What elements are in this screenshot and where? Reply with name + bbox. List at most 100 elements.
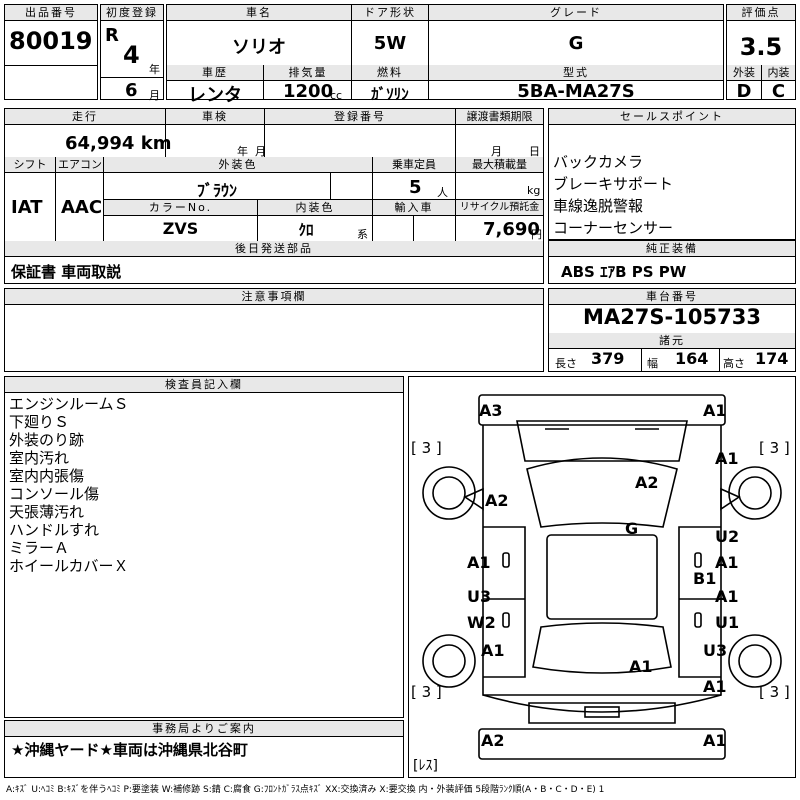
era: R — [105, 25, 119, 46]
office-box: 事務局よりご案内 ★沖縄ヤード★車両は沖縄県北谷町 — [4, 720, 404, 778]
tire-mark: [ 3 ] — [759, 439, 790, 457]
inspector-label: 検査員記入欄 — [5, 377, 403, 393]
transfer-day-unit: 日 — [529, 145, 540, 158]
shift-label: シフト — [5, 157, 55, 173]
max-load-label: 最大積載量 — [456, 157, 543, 173]
ac-label: エアコン — [56, 157, 104, 173]
damage-mark: U3 — [703, 641, 728, 660]
later-parts-label: 後日発送部品 — [5, 241, 543, 257]
capacity-label: 乗車定員 — [373, 157, 455, 173]
inspector-item: 外装のり跡 — [9, 431, 85, 449]
reg-no-label: 登録番号 — [265, 109, 455, 125]
damage-mark: G — [625, 519, 639, 538]
import-label: 輸入車 — [373, 200, 455, 216]
car-name-label: 車名 — [167, 5, 351, 21]
office-label: 事務局よりご案内 — [5, 721, 403, 737]
reg-month: 6 — [125, 80, 138, 101]
damage-mark: A1 — [715, 587, 739, 606]
grade-label: グレード — [429, 5, 723, 21]
width: 164 — [675, 349, 709, 368]
history: レンタ — [188, 85, 242, 106]
exterior-label: 外装 — [727, 65, 761, 81]
insp-year-unit: 年 — [237, 145, 248, 158]
height-label: 高さ — [723, 357, 745, 370]
notes-label: 注意事項欄 — [5, 289, 543, 305]
history-label: 車歴 — [167, 65, 263, 81]
inspector-item: エンジンルームＳ — [9, 395, 129, 413]
damage-mark: B1 — [693, 569, 717, 588]
damage-mark: W2 — [467, 613, 496, 632]
inspector-list: エンジンルームＳ 下廻りＳ 外装のり跡 室内汚れ 室内内張傷 コンソール傷 天張… — [9, 395, 129, 575]
legend: A:ｷｽﾞ U:ﾍｺﾐ B:ｷｽﾞを伴うﾍｺﾐ P:要塗装 W:補修跡 S:錆 … — [6, 785, 605, 795]
score-box: 評価点 3.5 外装 内装 D C — [726, 4, 796, 102]
damage-mark: A3 — [479, 401, 503, 420]
grade: G — [568, 33, 584, 54]
car-info-box: 車名 ドア形状 グレード ソリオ 5W G 車歴 排気量 燃料 型式 レンタ 1… — [166, 4, 724, 106]
tire-mark: [ 3 ] — [411, 683, 442, 701]
equipment-box: 純正装備 ABS ｴｱB PS PW — [548, 240, 796, 284]
first-reg-label: 初度登録 — [101, 5, 163, 21]
tire-mark: [ 3 ] — [411, 439, 442, 457]
damage-mark: U1 — [715, 613, 740, 632]
damage-mark: U2 — [715, 527, 740, 546]
reg-year: 4 — [123, 41, 140, 69]
sales-point-item: バックカメラ — [553, 153, 644, 171]
length: 379 — [591, 349, 625, 368]
color-no-label: カラーNo. — [104, 200, 257, 216]
transfer-month-unit: 月 — [491, 145, 502, 158]
damage-mark: A1 — [481, 641, 505, 660]
shift: IAT — [11, 197, 43, 218]
displacement-label: 排気量 — [264, 65, 352, 81]
model-label: 型式 — [429, 65, 723, 81]
door-type: 5W — [373, 33, 407, 54]
length-label: 長さ — [555, 357, 577, 370]
first-reg-box: 初度登録 R 4 年 6 月 — [100, 4, 164, 102]
inspection-label: 車検 — [166, 109, 264, 125]
width-label: 幅 — [647, 357, 658, 370]
inspector-item: ホイールカバーＸ — [9, 557, 129, 575]
chassis-label: 車台番号 — [549, 289, 795, 305]
insp-month-unit: 月 — [255, 145, 266, 158]
sales-points-box: セールスポイント バックカメラ ブレーキサポート 車線逸脱警報 コーナーセンサー — [548, 108, 796, 240]
sales-points-list: バックカメラ ブレーキサポート 車線逸脱警報 コーナーセンサー — [553, 153, 673, 237]
inspector-item: ミラーＡ — [9, 539, 70, 557]
spec-label: 諸元 — [549, 333, 795, 349]
car-outline — [422, 394, 782, 760]
exterior-grade: D — [736, 81, 752, 102]
year-unit: 年 — [149, 63, 160, 76]
inspector-item: 室内汚れ — [9, 449, 70, 467]
exhibit-no-label: 出品番号 — [5, 5, 97, 21]
car-name: ソリオ — [232, 37, 286, 58]
capacity-unit: 人 — [437, 186, 448, 199]
damage-mark: A2 — [635, 473, 659, 492]
air-conditioner: AAC — [61, 197, 103, 218]
interior-grade: C — [771, 81, 786, 102]
inspector-item: 下廻りＳ — [9, 413, 70, 431]
inspector-item: ハンドルすれ — [9, 521, 100, 539]
damage-mark: A1 — [467, 553, 491, 572]
damage-mark: A1 — [629, 657, 653, 676]
max-load-unit: kg — [527, 184, 541, 197]
inspector-box: 検査員記入欄 エンジンルームＳ 下廻りＳ 外装のり跡 室内汚れ 室内内張傷 コン… — [4, 376, 404, 718]
notes-box: 注意事項欄 — [4, 288, 544, 372]
int-color-unit: 系 — [357, 228, 368, 241]
damage-mark: A1 — [703, 401, 727, 420]
int-color-label: 内装色 — [258, 200, 372, 216]
sales-points-label: セールスポイント — [549, 109, 795, 125]
score-label: 評価点 — [727, 5, 795, 21]
damage-mark: A2 — [481, 731, 505, 750]
equipment-label: 純正装備 — [549, 241, 795, 257]
displacement: 1200 — [283, 81, 334, 102]
ext-color: ﾌﾞﾗｳﾝ — [196, 181, 237, 200]
inspector-item: 天張薄汚れ — [9, 503, 85, 521]
sales-point-item: 車線逸脱警報 — [553, 197, 644, 215]
later-parts: 保証書 車両取説 — [11, 263, 122, 281]
transfer-label: 譲渡書類期限 — [456, 109, 543, 125]
exhibit-no-box: 出品番号 80019 — [4, 4, 98, 100]
color-no: ZVS — [162, 219, 199, 238]
sales-point-item: コーナーセンサー — [553, 219, 674, 237]
inspector-item: コンソール傷 — [9, 485, 100, 503]
damage-mark: A1 — [715, 553, 739, 572]
door-label: ドア形状 — [352, 5, 428, 21]
damage-mark: U3 — [467, 587, 492, 606]
